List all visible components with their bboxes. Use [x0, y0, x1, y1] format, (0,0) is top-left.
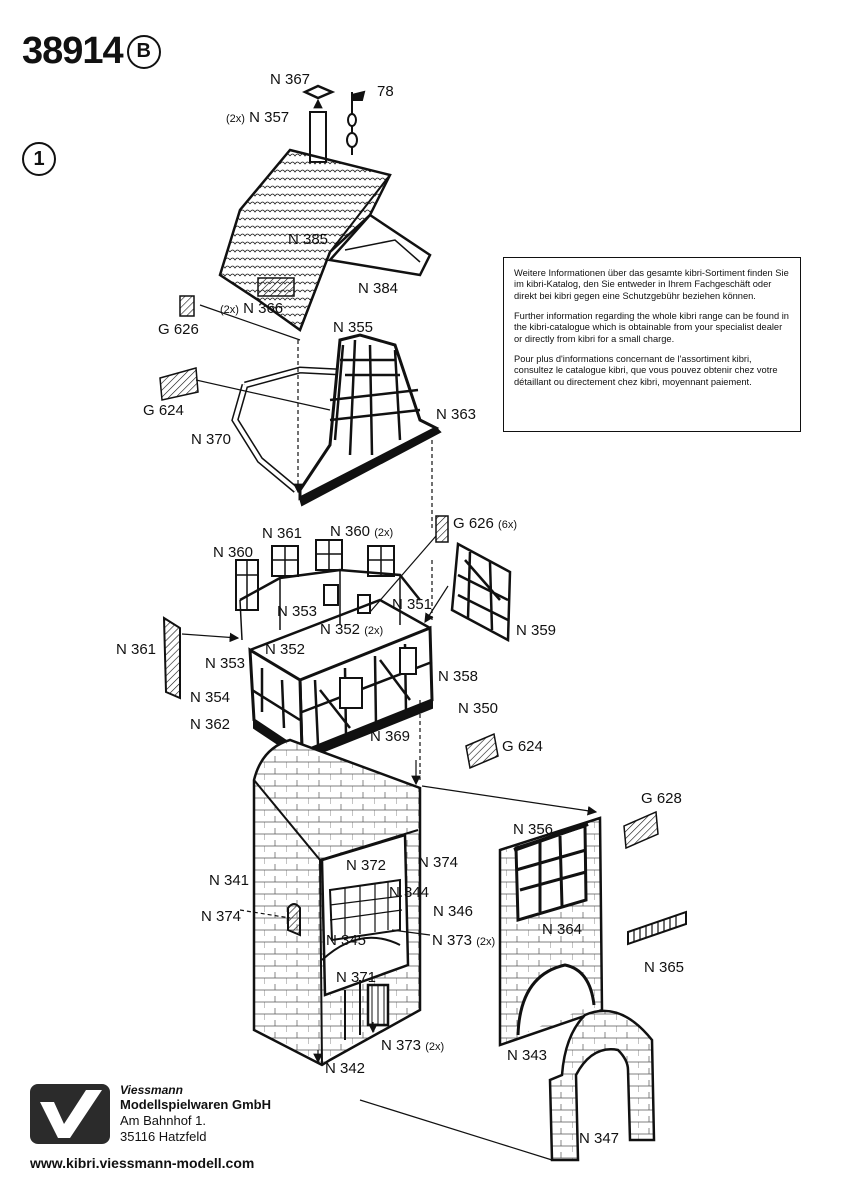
label-n360-left: N 360 — [213, 544, 254, 561]
gable-group — [231, 333, 442, 507]
label-n356: N 356 — [513, 821, 554, 838]
label-78: 78 — [377, 83, 394, 100]
label-n357-mult: (2x) — [226, 113, 245, 125]
glass-g624-top — [159, 367, 199, 401]
info-text-en: Further information regarding the whole … — [514, 310, 789, 344]
label-g624-top: G 624 — [143, 402, 184, 419]
label-g626-top: G 626 — [158, 321, 199, 338]
company-name: Modellspielwaren GmbH — [120, 1097, 271, 1113]
label-g626-mid: G 626 (6x) — [453, 516, 517, 531]
guide-lines — [181, 98, 598, 1161]
gate-wall-group — [498, 816, 687, 1162]
label-n352-b: N 352 — [265, 641, 306, 658]
label-n385: N 385 — [288, 231, 329, 248]
label-n369: N 369 — [370, 728, 411, 745]
label-n352-a: N 352 (2x) — [320, 622, 383, 637]
company-address: Viessmann Modellspielwaren GmbH Am Bahnh… — [120, 1083, 271, 1144]
middle-storey-group — [162, 539, 512, 762]
label-n366-text: N 366 — [243, 300, 284, 317]
article-variant-badge: B — [126, 34, 161, 69]
label-n361-left: N 361 — [116, 641, 157, 658]
label-n342: N 342 — [325, 1060, 366, 1077]
label-n365: N 365 — [644, 959, 685, 976]
gate-arch-n343 — [516, 963, 596, 1036]
label-n347: N 347 — [579, 1130, 620, 1147]
label-g624-mid: G 624 — [502, 738, 543, 755]
glass-g628 — [623, 810, 659, 850]
label-n353-left: N 353 — [205, 655, 246, 672]
company-city: 35116 Hatzfeld — [120, 1128, 207, 1144]
label-n363: N 363 — [436, 406, 477, 423]
glass-g626-mid — [435, 515, 449, 543]
panel-n359 — [450, 542, 512, 643]
label-n355: N 355 — [333, 319, 374, 336]
company-brand: Viessmann — [120, 1083, 183, 1097]
label-n366-mult: (2x) — [220, 304, 239, 316]
label-n357-text: N 357 — [249, 109, 290, 126]
label-n364: N 364 — [542, 921, 583, 938]
label-n345: N 345 — [326, 932, 367, 949]
step-number-badge: 1 — [22, 142, 56, 176]
label-n374-left: N 374 — [201, 908, 242, 925]
viessmann-logo — [30, 1084, 110, 1144]
arch-n347 — [548, 1009, 656, 1162]
glass-g624-mid — [465, 732, 499, 770]
label-g626-mid-text: G 626 — [453, 515, 494, 532]
info-text-fr: Pour plus d'informations concernant de l… — [514, 353, 778, 387]
label-n373-b-mult: (2x) — [425, 1041, 445, 1053]
label-n373-b-text: N 373 — [381, 1037, 422, 1054]
tower-group — [252, 738, 422, 1067]
label-n366: (2x) N 366 — [220, 301, 283, 316]
railing-n365 — [627, 910, 687, 946]
label-n360-top: N 360 (2x) — [330, 524, 393, 539]
company-website: www.kibri.viessmann-modell.com — [30, 1155, 255, 1171]
label-n373-a-text: N 373 — [432, 932, 473, 949]
article-number-text: 38914 — [22, 30, 124, 72]
label-n372: N 372 — [346, 857, 387, 874]
glass-g626-top — [179, 295, 195, 317]
label-n343: N 343 — [507, 1047, 548, 1064]
roof-cap-n367 — [302, 84, 336, 100]
panel-n361-left — [162, 616, 181, 700]
company-street: Am Bahnhof 1. — [120, 1112, 206, 1128]
label-n353-top: N 353 — [277, 603, 318, 620]
label-n359: N 359 — [516, 622, 557, 639]
label-n357: (2x) N 357 — [226, 110, 289, 125]
label-g628: G 628 — [641, 790, 682, 807]
label-n367: N 367 — [270, 71, 311, 88]
label-n360-top-text: N 360 — [330, 523, 371, 540]
weather-vane-78 — [346, 90, 366, 155]
label-n351: N 351 — [392, 596, 433, 613]
info-box: Weitere Informationen über das gesamte k… — [503, 257, 801, 432]
label-n370: N 370 — [191, 431, 232, 448]
label-n358: N 358 — [438, 668, 479, 685]
label-n373-a: N 373 (2x) — [432, 933, 495, 948]
label-n373-b: N 373 (2x) — [381, 1038, 444, 1053]
label-n352-a-text: N 352 — [320, 621, 361, 638]
label-n371: N 371 — [336, 969, 377, 986]
label-n374-top: N 374 — [418, 854, 459, 871]
label-n373-a-mult: (2x) — [476, 936, 496, 948]
article-number: 38914 B — [22, 30, 161, 73]
roof-n384 — [327, 213, 432, 277]
label-g626-mid-mult: (6x) — [498, 519, 517, 531]
label-n354: N 354 — [190, 689, 231, 706]
roof-group — [218, 84, 432, 332]
info-text-de: Weitere Informationen über das gesamte k… — [514, 268, 789, 301]
label-n350: N 350 — [458, 700, 499, 717]
label-n352-a-mult: (2x) — [364, 625, 384, 637]
label-n361-top: N 361 — [262, 525, 303, 542]
label-n384: N 384 — [358, 280, 399, 297]
label-n360-top-mult: (2x) — [374, 527, 394, 539]
label-n346: N 346 — [433, 903, 474, 920]
tower-window-n374 — [287, 903, 301, 937]
label-n344: N 344 — [389, 884, 430, 901]
label-n341: N 341 — [209, 872, 250, 889]
label-n362: N 362 — [190, 716, 231, 733]
